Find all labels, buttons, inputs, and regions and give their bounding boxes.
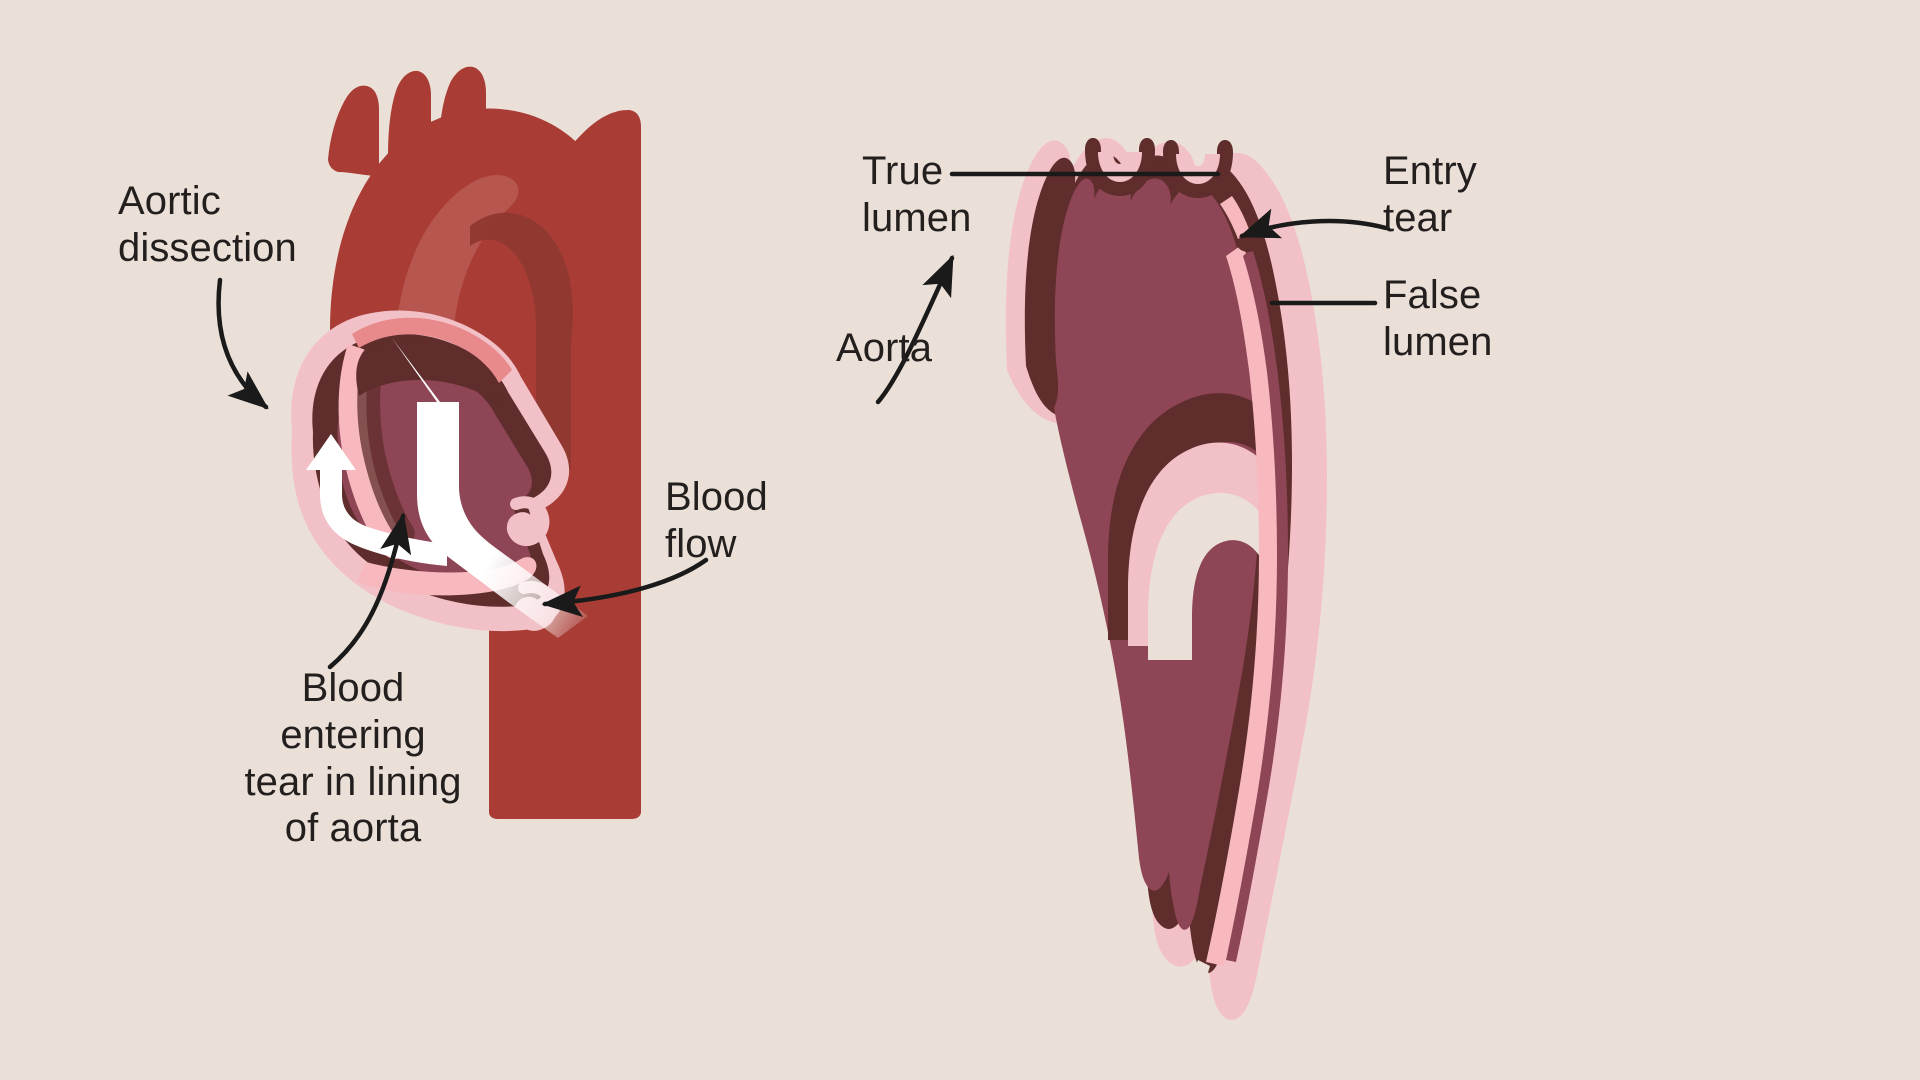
root-scallop-left — [1085, 138, 1155, 196]
intimal-flap-shadow — [357, 346, 415, 543]
aorta-bifurcation-notch — [1190, 960, 1210, 1016]
flap-curl-upper — [506, 496, 550, 547]
label-entry-tear: Entry tear — [1383, 149, 1477, 240]
dissection-top-shade — [356, 338, 500, 404]
flow-arrow-main — [392, 338, 588, 638]
intimal-flap-pink — [338, 344, 408, 560]
leader-lines — [216, 171, 1389, 670]
label-true-lumen: True lumen — [862, 149, 972, 240]
leader-blood-flow — [541, 557, 709, 618]
right-panel-aorta — [1005, 138, 1327, 1020]
leader-blood-entering — [327, 512, 412, 670]
root-scallop-right — [1163, 140, 1233, 198]
branch-brachiocephalic — [328, 85, 379, 176]
label-false-lumen: False lumen — [1383, 273, 1493, 364]
left-panel-aorta — [291, 66, 641, 819]
branch-left-subclavian — [439, 66, 486, 168]
label-blood-flow: Blood flow — [665, 475, 768, 566]
label-aorta: Aorta — [836, 326, 933, 370]
label-aortic-dissection: Aortic dissection — [118, 179, 297, 270]
right-arch-inner-bg — [1148, 492, 1262, 660]
dissection-top-rim — [352, 317, 512, 383]
aorta-inner-shadow — [470, 212, 573, 471]
flow-arrow-false-lumen — [306, 434, 447, 566]
branch-left-carotid — [388, 70, 431, 170]
root-scallop-right-pink — [1176, 154, 1220, 184]
leader-aorta — [875, 254, 955, 405]
label-blood-entering-tear: Blood entering tear in lining of aorta — [244, 666, 462, 851]
leader-aortic-dissection — [216, 277, 269, 410]
false-lumen-blood — [1226, 248, 1288, 962]
leader-entry-tear — [1238, 208, 1389, 239]
false-lumen-membrane — [1206, 244, 1279, 966]
